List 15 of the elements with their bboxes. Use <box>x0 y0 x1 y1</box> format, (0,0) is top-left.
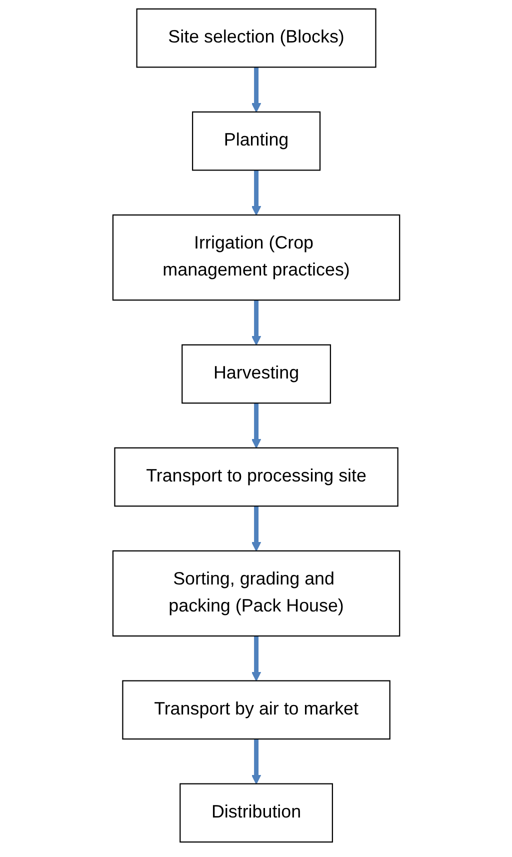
arrow <box>251 67 261 112</box>
arrow <box>251 636 261 682</box>
node-box: Harvesting <box>181 344 331 404</box>
node-box: Transport to processing site <box>114 447 398 507</box>
node-box: Distribution <box>179 783 333 843</box>
arrow <box>251 170 261 216</box>
node-box: Irrigation (Crop management practices) <box>112 214 400 301</box>
arrow <box>251 300 261 346</box>
node-box: Transport by air to market <box>122 680 390 740</box>
node-box: Site selection (Blocks) <box>136 8 376 68</box>
arrow <box>251 403 261 448</box>
arrow <box>251 506 261 552</box>
arrow <box>251 739 261 784</box>
node-box: Sorting, grading and packing (Pack House) <box>112 550 400 637</box>
node-box: Planting <box>192 111 320 171</box>
